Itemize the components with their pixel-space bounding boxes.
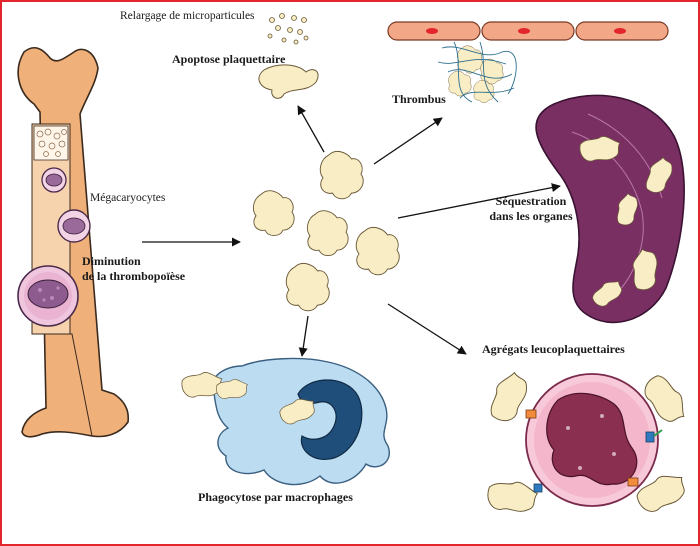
label-diminution: Diminution de la thrombopoïèse bbox=[82, 254, 185, 284]
microparticles bbox=[267, 13, 309, 45]
label-diminution-line2: de la thrombopoïèse bbox=[82, 269, 186, 283]
megakaryocyte-medium bbox=[57, 209, 91, 243]
arrow-to-aggregates bbox=[387, 303, 467, 355]
label-phagocytosis: Phagocytose par macrophages bbox=[198, 490, 353, 504]
label-sequestration: Séquestration dans les organes bbox=[476, 194, 586, 224]
endothelium bbox=[387, 21, 669, 41]
label-sequestration-line1: Séquestration bbox=[495, 194, 567, 208]
macrophage bbox=[211, 357, 390, 486]
megakaryocyte-small bbox=[41, 167, 67, 193]
circulating-platelets bbox=[252, 150, 400, 312]
apoptotic-platelet bbox=[258, 64, 319, 99]
arrow-to-phagocytosis bbox=[298, 315, 309, 357]
label-aggregates: Agrégats leucoplaquettaires bbox=[482, 342, 625, 356]
label-megakaryocytes: Mégacaryocytes bbox=[90, 192, 166, 204]
megakaryocyte-large bbox=[17, 265, 79, 327]
arrow-to-thrombus bbox=[373, 117, 443, 165]
label-sequestration-line2: dans les organes bbox=[489, 209, 573, 223]
adhesion-receptors bbox=[525, 409, 663, 493]
label-apoptosis: Apoptose plaquettaire bbox=[172, 52, 286, 66]
label-microparticles: Relargage de microparticules bbox=[120, 10, 255, 22]
label-thrombus: Thrombus bbox=[392, 92, 446, 106]
macrophage-nucleus bbox=[297, 379, 363, 460]
thrombus bbox=[437, 41, 517, 104]
arrow-to-apoptosis bbox=[297, 105, 325, 153]
label-diminution-line1: Diminution bbox=[82, 254, 141, 268]
leukocyte-nucleus bbox=[546, 392, 638, 486]
arrow-to-sequestration bbox=[397, 183, 561, 219]
leukocyte bbox=[525, 373, 659, 507]
